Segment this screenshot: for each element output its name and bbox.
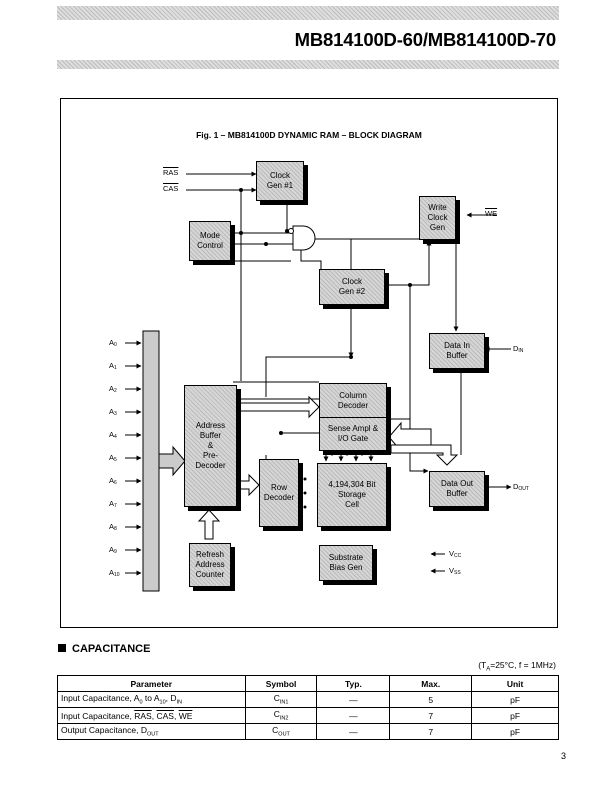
junction-dot xyxy=(285,229,289,233)
cas-label: CAS xyxy=(163,184,179,193)
storage-cell-block: 4,194,304 Bit Storage Cell xyxy=(317,463,387,527)
gate-to-clk2 xyxy=(300,249,322,271)
max-cell: 7 xyxy=(389,723,473,740)
address-label-a3: A3 xyxy=(109,407,117,417)
header-band-bottom xyxy=(57,60,559,69)
and-gate-bubble xyxy=(288,228,294,234)
address-buffer-block: Address Buffer & Pre- Decoder xyxy=(184,385,237,507)
parameter-cell: Input Capacitance, RAS, CAS, WE xyxy=(57,707,246,724)
refresh-counter-block: Refresh Address Counter xyxy=(189,543,231,587)
address-label-a7: A7 xyxy=(109,499,117,509)
junction-dot xyxy=(239,188,243,192)
junction-dot xyxy=(264,242,268,246)
address-label-a1: A1 xyxy=(109,361,117,371)
junction-dot xyxy=(279,431,283,435)
sense-to-dataout-arrow xyxy=(390,444,459,466)
block-diagram-figure: Fig. 1 – MB814100D DYNAMIC RAM – BLOCK D… xyxy=(60,98,558,628)
clk2-to-write xyxy=(369,240,432,286)
clock-gen-1-block: Clock Gen #1 xyxy=(256,161,304,201)
typ-cell: — xyxy=(316,707,391,724)
block-diagram-wires xyxy=(125,171,512,592)
max-cell: 7 xyxy=(389,707,473,724)
we-label: WE xyxy=(485,209,498,218)
table-row: Input Capacitance, RAS, CAS, WE CIN2 — 7… xyxy=(57,707,559,724)
column-header: Typ. xyxy=(316,675,391,692)
unit-cell: pF xyxy=(471,707,559,724)
clock-gen-2-block: Clock Gen #2 xyxy=(319,269,385,305)
addr-to-row-arrow xyxy=(236,473,260,497)
symbol-cell: CIN1 xyxy=(244,691,318,708)
figure-caption: Fig. 1 – MB814100D DYNAMIC RAM – BLOCK D… xyxy=(196,130,422,140)
column-header: Symbol xyxy=(244,675,318,692)
din-label: DIN xyxy=(513,344,524,354)
capacitance-heading: CAPACITANCE xyxy=(58,643,150,655)
sense-amp-block: Sense Ampl & I/O Gate xyxy=(319,417,387,451)
parameter-cell: Input Capacitance, A0 to A10, DIN xyxy=(57,691,246,708)
data-out-buffer-block: Data Out Buffer xyxy=(429,471,485,507)
address-label-a4: A4 xyxy=(109,430,117,440)
dout-label: DOUT xyxy=(513,482,529,492)
junction-dot xyxy=(408,283,412,287)
page-title: MB814100D-60/MB814100D-70 xyxy=(294,29,557,50)
vcc-label: VCC xyxy=(449,549,462,559)
address-label-a0: A0 xyxy=(109,338,117,348)
junction-dot xyxy=(349,355,353,359)
table-header-row: Parameter Symbol Typ. Max. Unit xyxy=(57,675,559,692)
row-decoder-block: Row Decoder xyxy=(259,459,299,527)
clk2-to-addr xyxy=(265,356,351,397)
table-row: Input Capacitance, A0 to A10, DIN CIN1 —… xyxy=(57,691,559,708)
data-in-buffer-block: Data In Buffer xyxy=(429,333,485,369)
column-header: Unit xyxy=(471,675,559,692)
refresh-to-addr-arrow xyxy=(197,509,221,540)
address-label-a10: A10 xyxy=(109,568,120,578)
address-label-a8: A8 xyxy=(109,522,117,532)
address-label-a2: A2 xyxy=(109,384,117,394)
address-label-a6: A6 xyxy=(109,476,117,486)
typ-cell: — xyxy=(316,723,391,740)
unit-cell: pF xyxy=(471,691,559,708)
addr-to-col-arrow xyxy=(236,395,320,419)
parameter-cell: Output Capacitance, DOUT xyxy=(57,723,246,740)
column-decoder-block: Column Decoder xyxy=(319,383,387,419)
column-header: Parameter xyxy=(57,675,246,692)
substrate-bias-block: Substrate Bias Gen xyxy=(319,545,373,581)
mode-control-block: Mode Control xyxy=(189,221,231,261)
address-label-a5: A5 xyxy=(109,453,117,463)
typ-cell: — xyxy=(316,691,391,708)
column-header: Max. xyxy=(389,675,473,692)
unit-cell: pF xyxy=(471,723,559,740)
gate-out-right xyxy=(313,238,352,271)
table-row: Output Capacitance, DOUT COUT — 7 pF xyxy=(57,723,559,740)
page-number: 3 xyxy=(561,751,567,761)
clk2-to-dataout xyxy=(409,285,429,474)
clk1-to-gate xyxy=(286,203,293,232)
symbol-cell: COUT xyxy=(244,723,318,740)
ras-label: RAS xyxy=(163,168,179,177)
capacitance-table: Parameter Symbol Typ. Max. Unit Input Ca… xyxy=(57,675,559,740)
test-conditions: (TA=25°C, f = 1MHz) xyxy=(478,660,556,673)
header-band-top xyxy=(57,6,559,20)
bullet-square-icon xyxy=(58,644,66,652)
write-clock-gen-block: Write Clock Gen xyxy=(419,196,456,240)
vss-label: VSS xyxy=(449,566,461,576)
ellipsis-dots xyxy=(303,452,364,509)
max-cell: 5 xyxy=(389,691,473,708)
address-bus xyxy=(142,330,186,592)
wclk-to-gate xyxy=(321,229,434,240)
junction-dot xyxy=(239,231,243,235)
address-label-a9: A9 xyxy=(109,545,117,555)
and-gate-symbol xyxy=(292,225,316,251)
symbol-cell: CIN2 xyxy=(244,707,318,724)
